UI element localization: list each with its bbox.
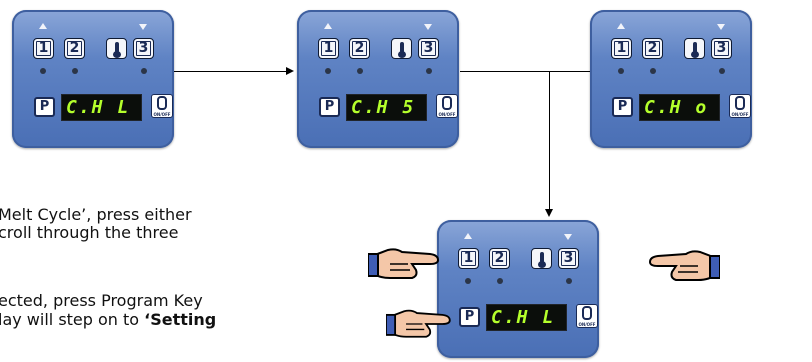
led-2	[357, 68, 363, 74]
program-key-button[interactable]: P	[34, 97, 55, 117]
key-2-button[interactable]: 2	[489, 248, 510, 269]
led-1	[325, 68, 331, 74]
led-1	[465, 278, 471, 284]
led-3	[719, 68, 725, 74]
pointing-hand-icon	[386, 309, 451, 338]
instruction-line-1: Melt Cycle’, press either	[0, 205, 192, 224]
pointing-hand-icon	[648, 250, 720, 281]
on-off-label: ON/OFF	[438, 112, 456, 117]
down-arrow-icon	[717, 24, 725, 30]
program-key-button[interactable]: P	[319, 97, 340, 117]
instruction-line-2: croll through the three	[0, 223, 179, 242]
key-1-button[interactable]: 1	[611, 38, 632, 59]
on-off-icon	[442, 96, 452, 110]
pointing-hand-icon	[368, 248, 440, 279]
key-3-button[interactable]: 3	[418, 38, 439, 59]
arrow-left-to-middle	[174, 71, 286, 72]
on-off-label: ON/OFF	[153, 112, 171, 117]
down-arrow-icon	[564, 234, 572, 240]
on-off-label: ON/OFF	[731, 112, 749, 117]
control-panel-top-middle: 1 2 3 P C.H 5 ON/OFF	[297, 10, 459, 148]
thermometer-icon	[400, 42, 404, 53]
line-down-to-bottom	[549, 71, 550, 210]
line-middle-to-right	[460, 71, 590, 72]
program-key-button[interactable]: P	[612, 97, 633, 117]
instruction-line-3: ected, press Program Key	[0, 291, 203, 310]
led-1	[618, 68, 624, 74]
led-3	[141, 68, 147, 74]
instruction-line-4: lay will step on to ‘Setting	[0, 310, 216, 329]
led-1	[40, 68, 46, 74]
led-3	[566, 278, 572, 284]
on-off-button[interactable]: ON/OFF	[151, 94, 173, 118]
led-2	[497, 278, 503, 284]
up-arrow-icon	[464, 233, 472, 239]
key-2-button[interactable]: 2	[349, 38, 370, 59]
thermometer-icon	[540, 252, 544, 263]
up-arrow-icon	[39, 23, 47, 29]
on-off-button[interactable]: ON/OFF	[576, 304, 598, 328]
key-3-button[interactable]: 3	[558, 248, 579, 269]
thermometer-button[interactable]	[684, 38, 705, 59]
control-panel-top-left: 1 2 3 P C.H L ON/OFF	[12, 10, 174, 148]
led-2	[72, 68, 78, 74]
on-off-icon	[735, 96, 745, 110]
key-2-button[interactable]: 2	[64, 38, 85, 59]
key-3-button[interactable]: 3	[711, 38, 732, 59]
thermometer-button[interactable]	[106, 38, 127, 59]
led-display: C.H o	[639, 94, 720, 121]
instruction-line-4-bold: ‘Setting	[144, 310, 217, 329]
control-panel-bottom: 1 2 3 P C.H L ON/OFF	[437, 220, 599, 358]
thermometer-icon	[693, 42, 697, 53]
thermometer-icon	[115, 42, 119, 53]
down-arrow-icon	[424, 24, 432, 30]
key-1-button[interactable]: 1	[33, 38, 54, 59]
key-1-button[interactable]: 1	[458, 248, 479, 269]
led-display: C.H L	[486, 304, 567, 331]
key-3-button[interactable]: 3	[133, 38, 154, 59]
on-off-button[interactable]: ON/OFF	[729, 94, 751, 118]
arrow-head-down	[545, 209, 553, 217]
led-display: C.H 5	[346, 94, 427, 121]
up-arrow-icon	[617, 23, 625, 29]
down-arrow-icon	[139, 24, 147, 30]
up-arrow-icon	[324, 23, 332, 29]
on-off-icon	[157, 96, 167, 110]
thermometer-button[interactable]	[391, 38, 412, 59]
led-2	[650, 68, 656, 74]
control-panel-top-right: 1 2 3 P C.H o ON/OFF	[590, 10, 752, 148]
on-off-label: ON/OFF	[578, 322, 596, 327]
on-off-icon	[582, 306, 592, 320]
thermometer-button[interactable]	[531, 248, 552, 269]
instruction-line-4-prefix: lay will step on to	[0, 310, 145, 329]
arrow-head-right	[286, 67, 294, 75]
led-3	[426, 68, 432, 74]
on-off-button[interactable]: ON/OFF	[436, 94, 458, 118]
led-display: C.H L	[61, 94, 142, 121]
program-key-button[interactable]: P	[459, 307, 480, 327]
key-2-button[interactable]: 2	[642, 38, 663, 59]
key-1-button[interactable]: 1	[318, 38, 339, 59]
